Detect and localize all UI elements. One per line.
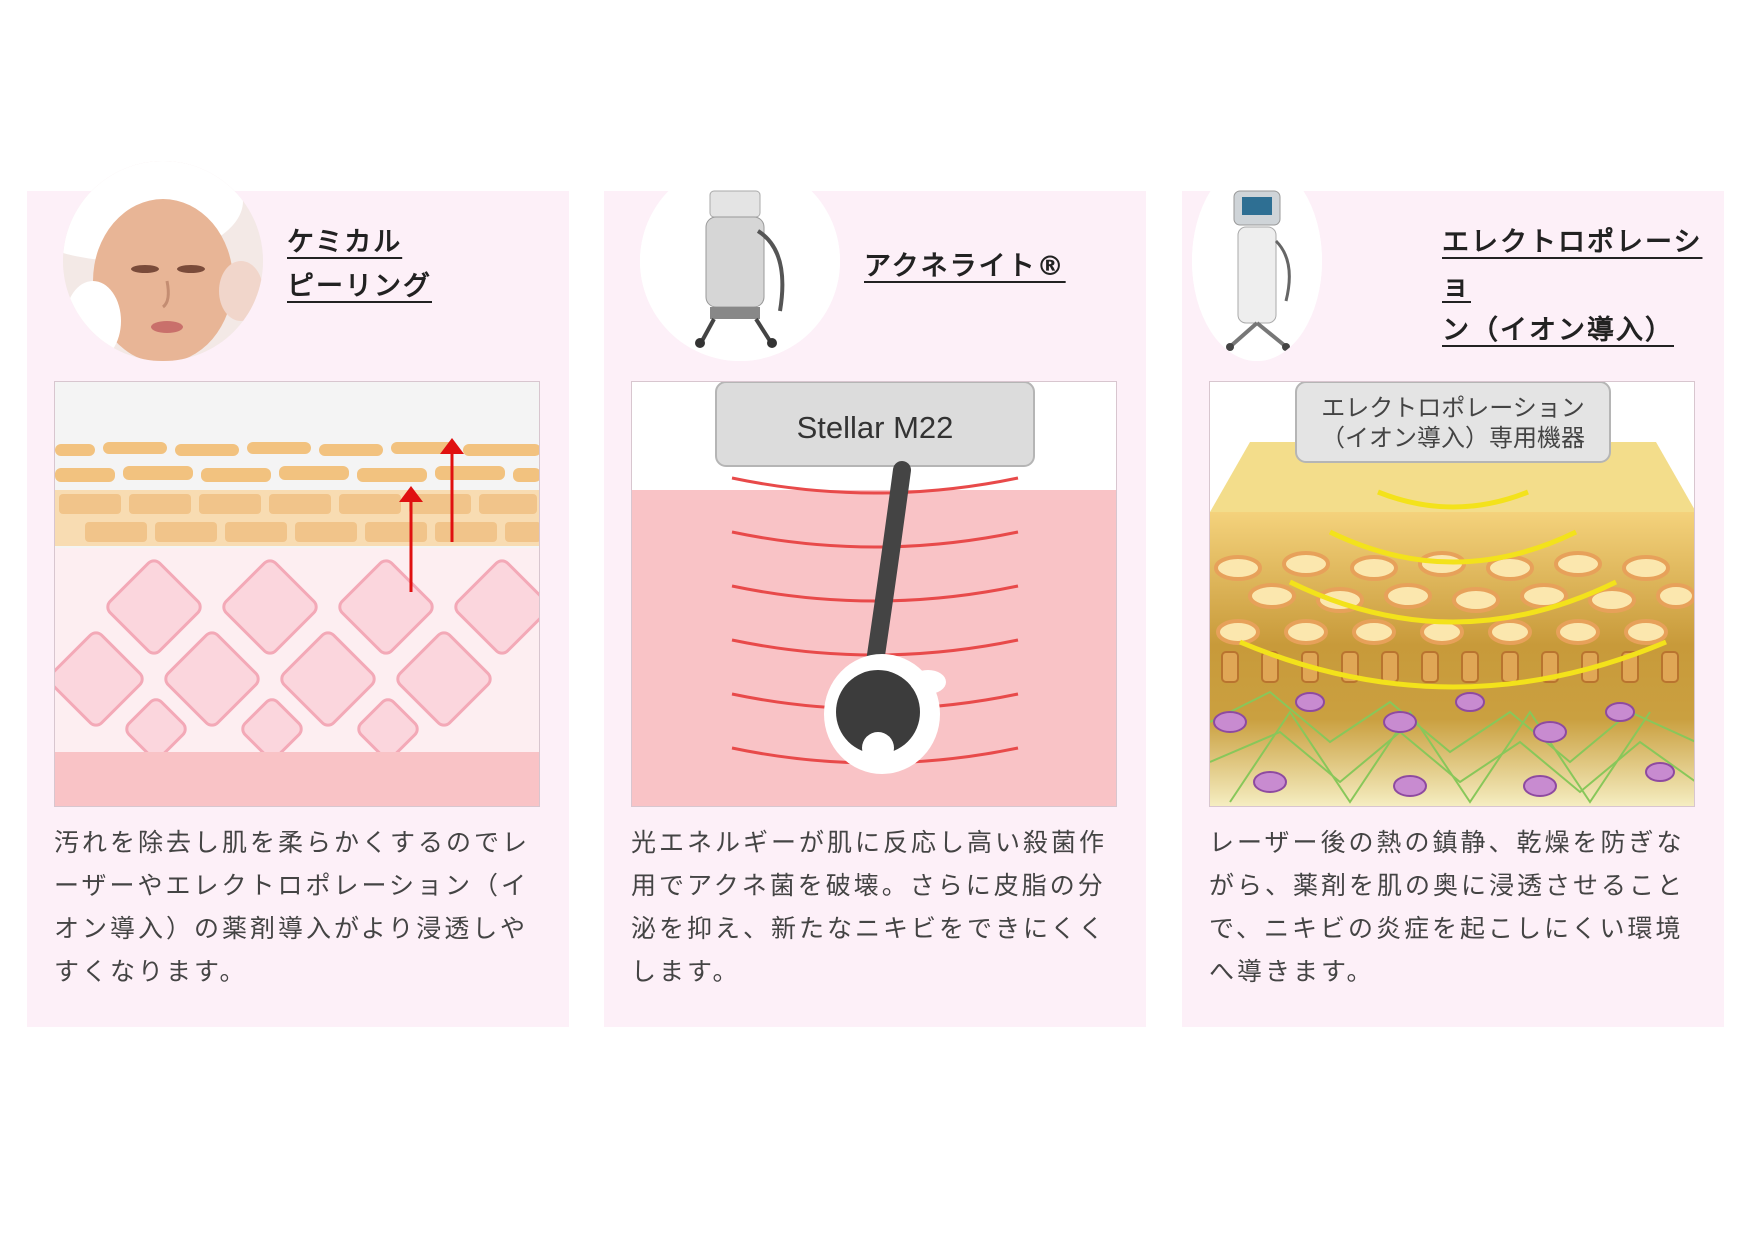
title-line: ピーリング <box>287 271 432 302</box>
electroporation-illustration: エレクトロポレーション （イオン導入）専用機器 <box>1209 381 1695 807</box>
treatment-description: 光エネルギーが肌に反応し高い殺菌作用でアクネ菌を破壊。さらに皮脂の分泌を抑え、新… <box>631 828 1108 986</box>
treatment-title[interactable]: アクネライト® <box>864 245 1144 289</box>
treatment-title[interactable]: エレクトロポレーショ ン（イオン導入） <box>1442 221 1722 353</box>
title-line: エレクトロポレーショ <box>1442 227 1703 302</box>
skin-layer-illustration <box>54 381 540 807</box>
treatment-card-chemical-peeling: ケミカル ピーリング <box>27 161 569 1027</box>
device-label-line: （イオン導入）専用機器 <box>1321 424 1585 452</box>
acnelight-device-photo-icon <box>640 161 840 361</box>
device-label: Stellar M22 <box>797 410 954 445</box>
treatment-description: レーザー後の熱の鎮静、乾燥を防ぎながら、薬剤を肌の奥に浸透させることで、ニキビの… <box>1209 828 1686 986</box>
treatment-card-electroporation: エレクトロポレーショ ン（イオン導入） <box>1182 161 1724 1027</box>
treatment-card-acnelight: アクネライト® Stellar M22 光エネルギーが肌に反応し高い殺 <box>604 161 1146 1027</box>
electroporation-device-photo-icon <box>1192 161 1322 361</box>
title-line: アクネライト® <box>864 251 1066 282</box>
light-therapy-illustration: Stellar M22 <box>631 381 1117 807</box>
face-treatment-photo-icon <box>63 161 263 361</box>
title-line: ン（イオン導入） <box>1442 315 1674 346</box>
device-label-line: エレクトロポレーション <box>1321 394 1585 422</box>
title-line: ケミカル <box>287 227 403 258</box>
treatment-title[interactable]: ケミカル ピーリング <box>287 221 567 309</box>
treatment-description: 汚れを除去し肌を柔らかくするのでレーザーやエレクトロポレーション（イオン導入）の… <box>54 828 531 986</box>
